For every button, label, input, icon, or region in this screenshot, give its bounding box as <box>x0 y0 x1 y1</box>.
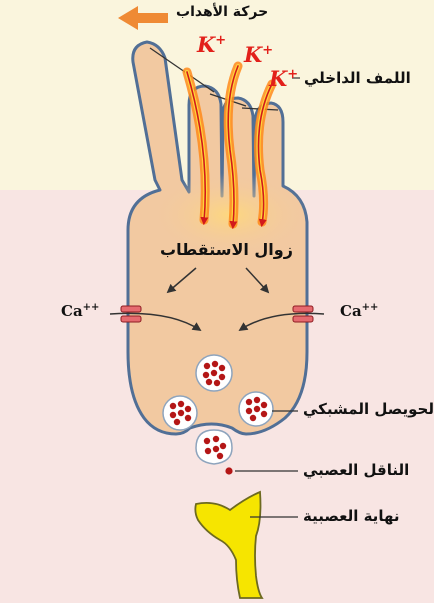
nerve-ending-label: نهاية العصبية <box>303 507 399 525</box>
synaptic-vesicle <box>239 392 273 426</box>
calcium-ion-label-right: Ca++ <box>340 302 378 320</box>
neurotransmitter-label: الناقل العصبي <box>303 461 409 479</box>
synaptic-vesicle-label: الحويصل المشبكي <box>303 400 434 418</box>
released-neurotransmitter <box>225 467 232 474</box>
depolarization-label: زوال الاستقطاب <box>160 240 293 259</box>
hair-movement-label: حركة الأهداب <box>176 4 268 20</box>
k-ion-label-3: K+ <box>269 66 298 91</box>
endolymph-label: اللمف الداخلي <box>304 69 411 87</box>
synaptic-vesicle <box>163 396 197 430</box>
calcium-ion-label-left: Ca++ <box>61 302 99 320</box>
synaptic-vesicle <box>196 355 232 391</box>
k-ion-label-1: K+ <box>197 32 226 57</box>
k-ion-label-2: K+ <box>244 42 273 67</box>
